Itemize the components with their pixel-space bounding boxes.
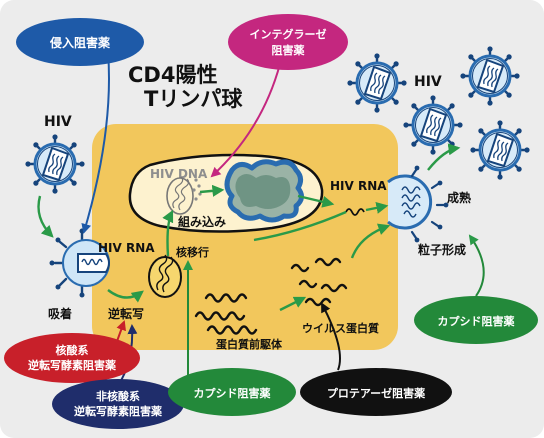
protease-inhibitor-arrow: [321, 302, 341, 371]
protease-inhibitor-badge[interactable]: プロテアーゼ阻害薬: [300, 368, 452, 416]
capsid-inhibitor-center-badge[interactable]: カプシド阻害薬: [168, 368, 296, 416]
hiv-virus-right-3: [403, 95, 462, 154]
integration-label: 組み込み: [178, 214, 226, 229]
hiv-rna-strand: [345, 208, 365, 216]
hiv-rna-label-right: HIV RNA: [330, 179, 387, 193]
hiv-dna-capsid: [166, 176, 202, 215]
capsid-right-arrow: [468, 234, 485, 297]
reverse-transcription-label: 逆転写: [108, 306, 144, 321]
maturation-label: 成熟: [447, 190, 471, 205]
particle-formation-label: 粒子形成: [418, 242, 466, 257]
protease-inhibitor-text: プロテアーゼ阻害薬: [327, 386, 426, 400]
cell-title-line1: CD4陽性: [128, 63, 217, 87]
capsid-inhibitor-right-text: カプシド阻害薬: [438, 314, 516, 328]
hiv-label-right: HIV: [414, 74, 442, 90]
entry-inhibitor-text: 侵入阻害薬: [49, 35, 110, 50]
hiv-virus-right-4: [470, 120, 529, 179]
nnrti-text-1: 非核酸系: [96, 389, 140, 403]
hiv-label-left: HIV: [44, 114, 72, 130]
hiv-dna-label: HIV DNA: [150, 167, 208, 181]
hiv-virus-right-1: [347, 53, 406, 112]
nrti-badge[interactable]: 核酸系 逆転写酵素阻害薬: [4, 333, 140, 383]
cell-title-line2: Tリンパ球: [144, 87, 243, 111]
integrase-inhibitor-arrow: [210, 63, 281, 178]
nrti-text-2: 逆転写酵素阻害薬: [28, 358, 117, 372]
entry-inhibitor-badge[interactable]: 侵入阻害薬: [16, 18, 144, 66]
integrase-inhibitor-text-2: 阻害薬: [272, 43, 306, 57]
protein-precursors: [194, 293, 258, 335]
hiv-virus-right-2: [460, 46, 519, 105]
nrti-text-1: 核酸系: [56, 343, 89, 357]
integrase-inhibitor-badge[interactable]: インテグラーゼ 阻害薬: [228, 14, 348, 70]
hiv-virus-left: [25, 134, 84, 193]
viral-proteins: [290, 257, 348, 307]
process-arrows: [37, 143, 461, 312]
protein-precursor-label: 蛋白質前駆体: [216, 337, 283, 351]
attachment-label: 吸着: [48, 306, 72, 321]
integrated-dna: [224, 159, 304, 223]
nnrti-text-2: 逆転写酵素阻害薬: [74, 404, 163, 418]
nuclear-transport-label: 核移行: [176, 245, 209, 259]
budding-particle: [387, 165, 449, 243]
viral-protein-label: ウイルス蛋白質: [302, 321, 379, 335]
nnrti-badge[interactable]: 非核酸系 逆転写酵素阻害薬: [52, 379, 184, 429]
hiv-rna-label-left: HIV RNA: [98, 241, 155, 255]
attaching-virus: [49, 228, 110, 298]
entry-inhibitor-arrow: [81, 51, 110, 234]
reverse-transcription-capsid: [148, 254, 182, 298]
capsid-inhibitor-right-badge[interactable]: カプシド阻害薬: [414, 296, 538, 344]
integrase-inhibitor-text-1: インテグラーゼ: [250, 27, 327, 41]
capsid-inhibitor-center-text: カプシド阻害薬: [194, 386, 272, 400]
